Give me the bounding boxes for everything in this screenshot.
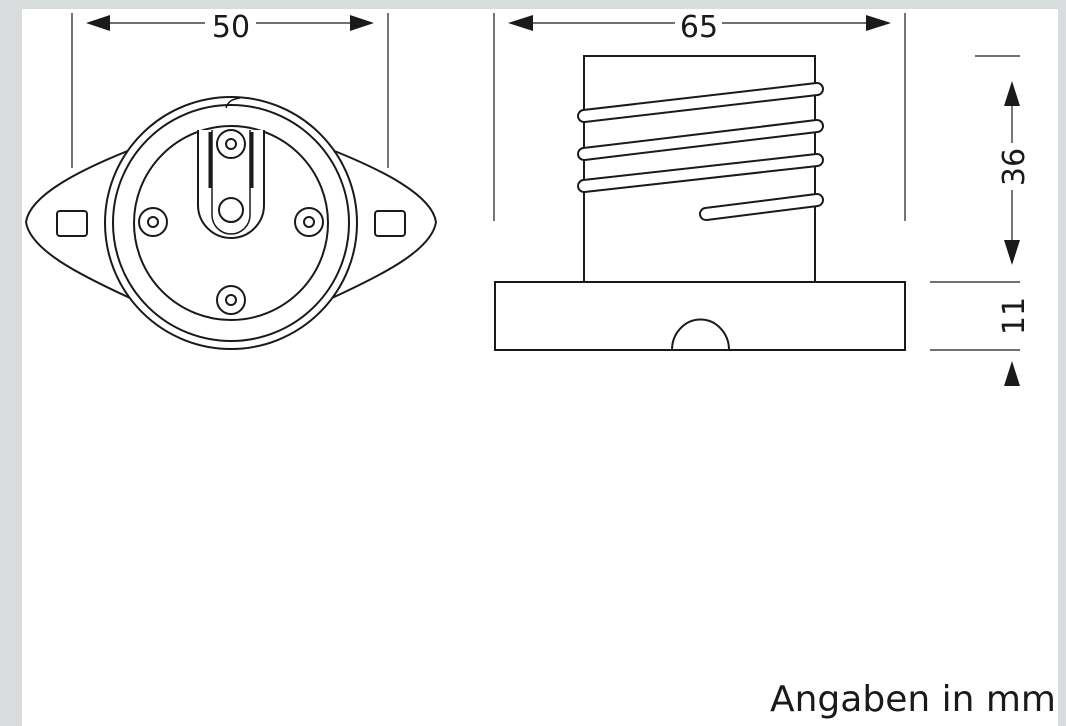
side-view: 65 36 11 [493, 10, 1032, 386]
mount-hole [56, 210, 88, 237]
units-note: Angaben in mm [769, 679, 1056, 720]
thread [577, 82, 824, 221]
arrow-left-icon [86, 15, 110, 31]
dimension-front-width: 50 [212, 10, 250, 45]
front-view: 50 [24, 10, 438, 350]
arrow-up-icon [1004, 361, 1020, 386]
dimension-base-height: 11 [997, 297, 1032, 335]
mount-hole [374, 210, 406, 237]
dimension-side-width: 65 [680, 10, 718, 45]
arrow-down-icon [1004, 240, 1020, 265]
arrow-right-icon [350, 15, 374, 31]
arrow-up-icon [1004, 81, 1020, 106]
arrow-left-icon [508, 15, 533, 31]
dimension-body-height: 36 [997, 148, 1032, 186]
arrow-right-icon [866, 15, 891, 31]
